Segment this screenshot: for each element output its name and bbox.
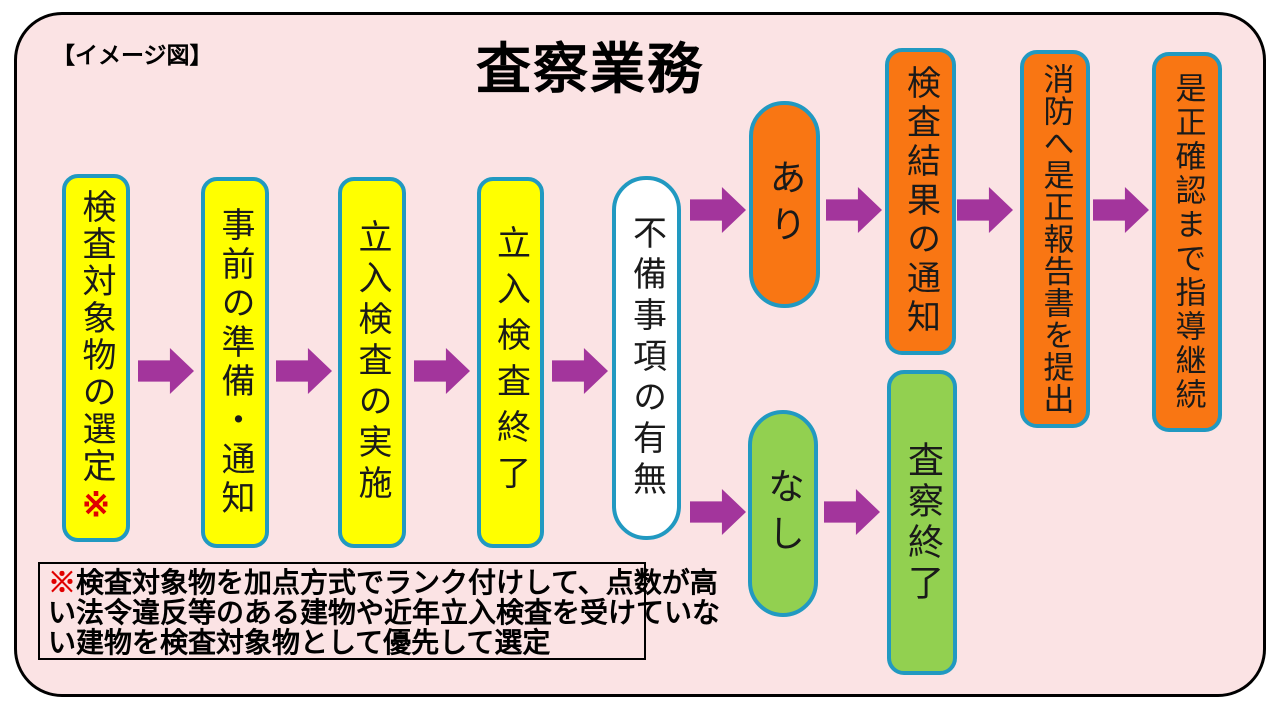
flow-box-ari-label: あり [763, 157, 806, 252]
footnote-text: 検査対象物を加点方式でランク付けして、点数が高 [76, 567, 718, 598]
flow-box-correction-report-label: 消防へ是正報告書を提出 [1037, 63, 1074, 415]
footnote-marker: ※ [48, 567, 77, 598]
flow-box-preparation-label: 事前の準備・通知 [215, 206, 255, 519]
flow-box-preparation: 事前の準備・通知 [201, 177, 269, 548]
diagram-title: 査察業務 [475, 38, 704, 100]
flow-box-selection-text: 検査対象物の選定 [76, 188, 116, 485]
footnote-line: い法令違反等のある建物や近年立入検査を受けていな [48, 597, 721, 628]
flow-box-onsite-inspection: 立入検査の実施 [338, 177, 406, 548]
flow-box-inspection-complete-label: 査察終了 [902, 440, 943, 605]
flow-box-nashi-label: なし [761, 466, 805, 561]
image-label: 【イメージ図】 [52, 42, 213, 68]
flow-box-guidance-continue-label: 是正確認まで指導継続 [1169, 72, 1206, 412]
flow-box-guidance-continue: 是正確認まで指導継続 [1152, 52, 1222, 432]
flow-box-result-notice: 検査結果の通知 [885, 48, 956, 355]
footnote-box: ※検査対象物を加点方式でランク付けして、点数が高 い法令違反等のある建物や近年立… [38, 562, 721, 660]
flow-box-onsite-inspection-label: 立入検査の実施 [352, 219, 392, 506]
flow-box-ari: あり [749, 101, 820, 308]
flow-box-nashi: なし [748, 410, 818, 617]
flow-box-defects-decision: 不備事項の有無 [612, 176, 681, 540]
flow-box-inspection-end: 立入検査終了 [477, 177, 544, 548]
flow-box-inspection-complete: 査察終了 [887, 370, 957, 675]
flow-box-inspection-end-label: 立入検査終了 [490, 224, 531, 501]
footnote-line: い建物を検査対象物として優先して選定 [48, 627, 551, 658]
flow-box-result-notice-label: 検査結果の通知 [900, 65, 941, 338]
footnote-marker: ※ [76, 484, 116, 528]
footnote-line: ※検査対象物を加点方式でランク付けして、点数が高 [48, 567, 718, 598]
flow-box-selection: 検査対象物の選定※ [62, 174, 130, 542]
flow-box-correction-report: 消防へ是正報告書を提出 [1020, 50, 1090, 428]
flow-box-defects-decision-label: 不備事項の有無 [626, 214, 667, 502]
flow-box-selection-label: 検査対象物の選定※ [76, 188, 116, 528]
